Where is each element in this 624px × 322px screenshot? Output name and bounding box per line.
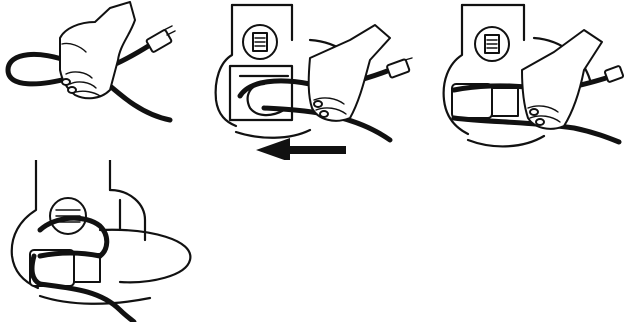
step-2-svg [200,0,415,160]
step-4-svg [0,160,200,322]
step-1-svg [0,0,190,150]
arrow-left-icon [256,138,346,160]
plug-icon [387,58,412,78]
plug-icon [146,26,175,53]
step-4-illustration [0,160,200,322]
plug-icon [604,66,623,83]
step-1-illustration [0,0,190,150]
hand-icon [60,2,135,98]
step-2-illustration [200,0,415,160]
step-3-svg [434,0,624,160]
step-3-illustration [434,0,624,160]
